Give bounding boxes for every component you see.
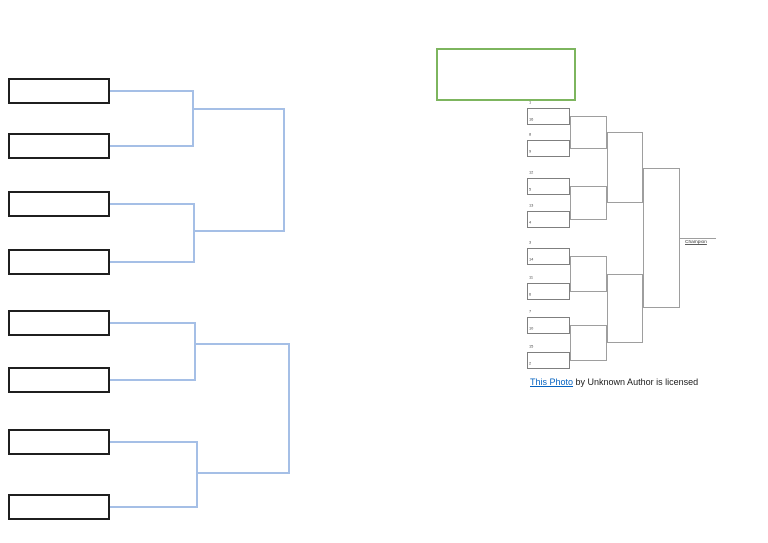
bracket-line [110, 379, 194, 381]
bracket-line [283, 108, 285, 232]
team-slot-box-4 [8, 249, 110, 275]
quarterfinal-rect [570, 116, 607, 149]
seed-label: 16 [529, 118, 534, 122]
seed-label: 15 [529, 345, 534, 349]
seed-label: 4 [529, 221, 532, 225]
match-box-3 [527, 178, 570, 195]
bracket-line [110, 441, 196, 443]
bracket-line [110, 322, 194, 324]
match-box-6 [527, 283, 570, 300]
team-slot-box-8 [8, 494, 110, 520]
match-box-8 [527, 352, 570, 369]
champion-line [680, 238, 716, 239]
bracket-line [192, 90, 194, 147]
seed-label: 12 [529, 171, 534, 175]
seed-label: 7 [529, 310, 532, 314]
caption-text: by Unknown Author is licensed [573, 377, 699, 387]
final-rect [643, 168, 680, 308]
seed-label: 11 [529, 276, 534, 280]
bracket-line [288, 343, 290, 474]
semifinal-rect [607, 274, 643, 343]
match-box-5 [527, 248, 570, 265]
seed-label: 10 [529, 327, 534, 331]
seed-label: 1 [529, 101, 532, 105]
seed-label: 14 [529, 258, 534, 262]
team-slot-box-5 [8, 310, 110, 336]
match-box-7 [527, 317, 570, 334]
match-box-4 [527, 211, 570, 228]
quarterfinal-rect [570, 325, 607, 361]
green-callout-box [436, 48, 576, 101]
bracket-line [193, 203, 195, 263]
seed-label: 13 [529, 204, 534, 208]
team-slot-box-1 [8, 78, 110, 104]
bracket-line [196, 441, 198, 508]
seed-label: 5 [529, 188, 532, 192]
seed-label: 6 [529, 293, 532, 297]
bracket-line [194, 322, 196, 381]
bracket-line [196, 472, 288, 474]
seed-label: 3 [529, 241, 532, 245]
seed-label: 2 [529, 362, 532, 366]
champion-label: Champion [685, 240, 707, 245]
team-slot-box-6 [8, 367, 110, 393]
this-photo-link[interactable]: This Photo [530, 377, 574, 387]
team-slot-box-3 [8, 191, 110, 217]
match-box-1 [527, 108, 570, 125]
quarterfinal-rect [570, 256, 607, 292]
seed-label: 9 [529, 150, 532, 154]
bracket-line [110, 90, 192, 92]
bracket-line [192, 108, 283, 110]
bracket-line [110, 506, 196, 508]
bracket-line [110, 203, 193, 205]
bracket-line [110, 261, 193, 263]
team-slot-box-7 [8, 429, 110, 455]
bracket-line [110, 145, 192, 147]
semifinal-rect [607, 132, 643, 203]
team-slot-box-2 [8, 133, 110, 159]
seed-label: 8 [529, 133, 532, 137]
match-box-2 [527, 140, 570, 157]
quarterfinal-rect [570, 186, 607, 220]
bracket-line [194, 343, 288, 345]
image-caption: This Photo by Unknown Author is licensed [530, 377, 698, 387]
bracket-line [193, 230, 283, 232]
